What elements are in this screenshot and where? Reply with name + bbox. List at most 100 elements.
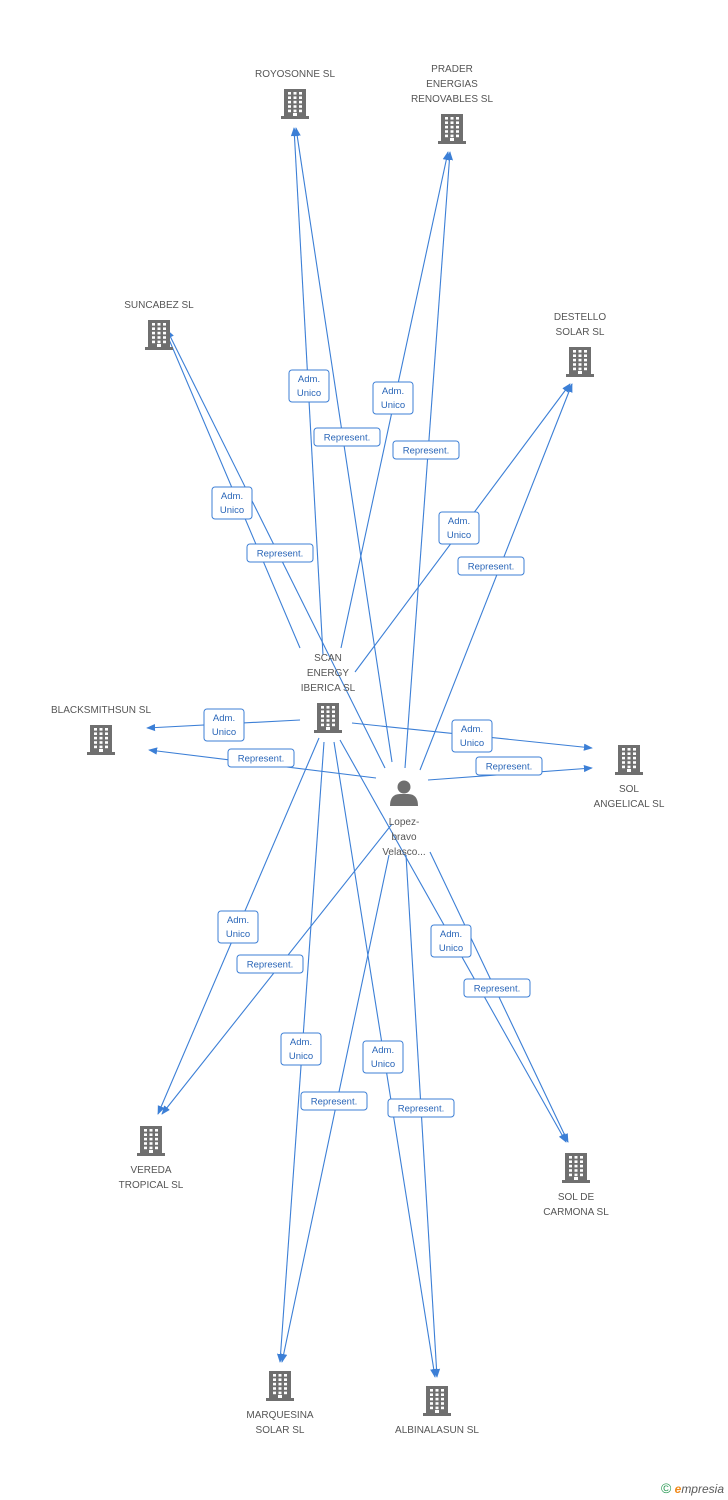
relation-badge[interactable]: Represent. [313, 427, 381, 447]
company-node-albinalasun[interactable]: ALBINALASUN SL [395, 1386, 479, 1436]
building-icon [566, 347, 594, 377]
building-icon [314, 703, 342, 733]
company-node-solcarmona[interactable]: SOL DE CARMONA SL [543, 1153, 609, 1218]
person-icon [390, 780, 418, 806]
company-node-prader[interactable]: PRADER ENERGIAS RENOVABLES SL [411, 64, 494, 144]
relation-badge-box [475, 756, 543, 776]
relation-badge[interactable]: Adm. Unico [211, 486, 253, 520]
relation-badge-text: Represent. [324, 433, 370, 444]
relation-badge[interactable]: Represent. [387, 1098, 455, 1118]
relation-badge-text: Represent. [403, 446, 449, 457]
node-label: ENERGY [307, 668, 350, 679]
relation-badge[interactable]: Represent. [392, 440, 460, 460]
relation-badge[interactable]: Represent. [246, 543, 314, 563]
relation-badge-text: Represent. [398, 1104, 444, 1115]
relation-badge[interactable]: Adm.Unico [362, 1040, 404, 1074]
relation-badge[interactable]: Represent. [236, 954, 304, 974]
empresia-brand[interactable]: © empresia [661, 1480, 724, 1496]
node-label: ENERGIAS [426, 79, 478, 90]
relation-badge[interactable]: Adm.Unico [203, 708, 245, 742]
relation-badge[interactable]: Adm.Unico [288, 369, 330, 403]
building-icon [281, 89, 309, 119]
relation-badge-text: Unico [381, 400, 405, 411]
relation-badge[interactable]: Adm.Unico [280, 1032, 322, 1066]
relation-badge[interactable]: Represent. [300, 1091, 368, 1111]
node-label: BLACKSMITHSUN SL [51, 705, 151, 716]
company-node-royosonne[interactable]: ROYOSONNE SL [255, 69, 335, 119]
node-label: MARQUESINA [246, 1410, 314, 1421]
brand-logo-e: e [674, 1482, 682, 1496]
relation-badge[interactable]: Adm.Unico [430, 924, 472, 958]
node-label: RENOVABLES SL [411, 94, 494, 105]
relation-badge-box [227, 748, 295, 768]
building-icon [562, 1153, 590, 1183]
edge-person-destello [419, 383, 573, 771]
node-label: SOL [619, 784, 639, 795]
node-label: SOL DE [558, 1192, 595, 1203]
relation-badge-box [438, 511, 480, 545]
node-label: ROYOSONNE SL [255, 69, 335, 80]
relation-badge-text: Unico [297, 388, 321, 399]
edge-person-prader [404, 151, 454, 769]
relation-badge-text: Represent. [238, 754, 284, 765]
node-label: DESTELLO [554, 312, 606, 323]
relation-badge-text: Adm. [382, 386, 404, 397]
relation-badge-text: Unico [439, 943, 463, 954]
relation-badge[interactable]: Adm.Unico [217, 910, 259, 944]
node-label: VEREDA [130, 1165, 171, 1176]
badges-layer: Adm.UnicoRepresent.Adm.UnicoRepresent.Ad… [203, 369, 543, 1118]
relation-badge[interactable]: Represent. [457, 556, 525, 576]
relation-badge-text: Represent. [474, 984, 520, 995]
company-node-blacksmithsun[interactable]: BLACKSMITHSUN SL [51, 705, 151, 755]
relation-badge-text: Represent. [468, 562, 514, 573]
relation-badge[interactable]: Adm. Unico [438, 511, 480, 545]
relation-badge-box [217, 910, 259, 944]
node-label: SCAN [314, 653, 342, 664]
node-label: PRADER [431, 64, 473, 75]
relation-badge-box [387, 1098, 455, 1118]
relation-badge-box [211, 486, 253, 520]
node-label: TROPICAL SL [119, 1180, 184, 1191]
relation-badge[interactable]: Represent. [463, 978, 531, 998]
relation-badge-text: Adm. [227, 915, 249, 926]
relation-badge-text: Adm. [213, 713, 235, 724]
relation-badge-text: Unico [220, 505, 244, 516]
relation-badge-text: Adm. [448, 516, 470, 527]
relation-badge[interactable]: Adm. Unico [372, 381, 414, 415]
relation-badge-text: Adm. [290, 1037, 312, 1048]
relation-badge-text: Adm. [461, 724, 483, 735]
relation-badge-box [362, 1040, 404, 1074]
building-icon [266, 1371, 294, 1401]
relation-badge-text: Represent. [247, 960, 293, 971]
building-icon [145, 320, 173, 350]
brand-logo-text: mpresia [681, 1482, 724, 1496]
relation-badge-text: Represent. [486, 762, 532, 773]
person-node-person[interactable]: Lopez-bravoVelasco... [382, 780, 426, 859]
relation-badge[interactable]: Adm. Unico [451, 719, 493, 753]
relation-badge-box [457, 556, 525, 576]
node-label: SOLAR SL [256, 1425, 305, 1436]
node-label: CARMONA SL [543, 1207, 609, 1218]
node-label: SOLAR SL [556, 327, 605, 338]
company-node-marquesina[interactable]: MARQUESINA SOLAR SL [246, 1371, 314, 1436]
relation-badge-text: Unico [447, 530, 471, 541]
node-label: bravo [391, 832, 416, 843]
relation-badge[interactable]: Represent. [227, 748, 295, 768]
relation-badge-box [392, 440, 460, 460]
relation-badge[interactable]: Represent. [475, 756, 543, 776]
relation-badge-text: Adm. [221, 491, 243, 502]
company-node-destello[interactable]: DESTELLO SOLAR SL [554, 312, 606, 377]
node-label: ANGELICAL SL [594, 799, 665, 810]
relation-badge-text: Unico [460, 738, 484, 749]
relation-badge-text: Adm. [372, 1045, 394, 1056]
relation-badge-text: Represent. [257, 549, 303, 560]
building-icon [137, 1126, 165, 1156]
company-node-solangelical[interactable]: SOL ANGELICAL SL [594, 745, 665, 810]
relation-badge-box [300, 1091, 368, 1111]
building-icon [87, 725, 115, 755]
relation-badge-box [372, 381, 414, 415]
company-node-vereda[interactable]: VEREDA TROPICAL SL [119, 1126, 184, 1191]
company-node-suncabez[interactable]: SUNCABEZ SL [124, 300, 194, 350]
